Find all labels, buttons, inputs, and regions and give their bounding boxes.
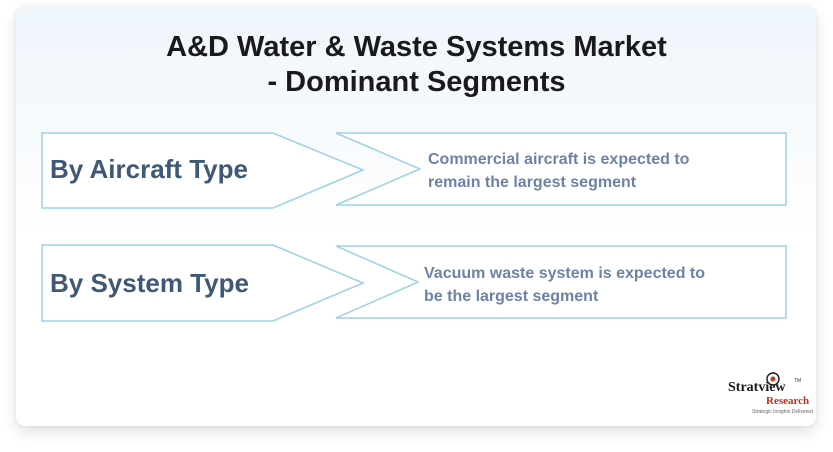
segment-1-desc-line-2: remain the largest segment (428, 174, 637, 191)
logo-brand-sub: Research (766, 395, 810, 407)
segment-1-label: By Aircraft Type (50, 154, 248, 184)
segment-1-desc-chevron (335, 132, 787, 206)
infographic-card (16, 6, 816, 426)
logo-brand: Stratview (728, 380, 786, 395)
segment-2-label: By System Type (50, 268, 249, 298)
page-title: A&D Water & Waste Systems Market - Domin… (0, 30, 833, 100)
logo-trademark: TM (794, 378, 802, 384)
stratview-logo: Stratview TM Research Strategic Insights… (722, 370, 813, 422)
segment-2-desc-line-1: Vacuum waste system is expected to (424, 265, 706, 282)
segment-1-desc-line-1: Commercial aircraft is expected to (428, 151, 690, 168)
segment-2-desc-line-2: be the largest segment (424, 288, 599, 305)
segment-1-description: Commercial aircraft is expected to remai… (428, 148, 689, 194)
segment-2-desc-chevron (335, 245, 787, 319)
title-line-1: A&D Water & Waste Systems Market (166, 31, 667, 63)
segment-2-description: Vacuum waste system is expected to be th… (424, 262, 705, 308)
segment-2-label-arrow (41, 244, 365, 322)
logo-target-icon (766, 372, 780, 386)
logo-tagline: Strategic Insights Delivered (752, 409, 813, 415)
segment-1-label-arrow (41, 132, 365, 209)
title-line-2: - Dominant Segments (267, 66, 566, 98)
